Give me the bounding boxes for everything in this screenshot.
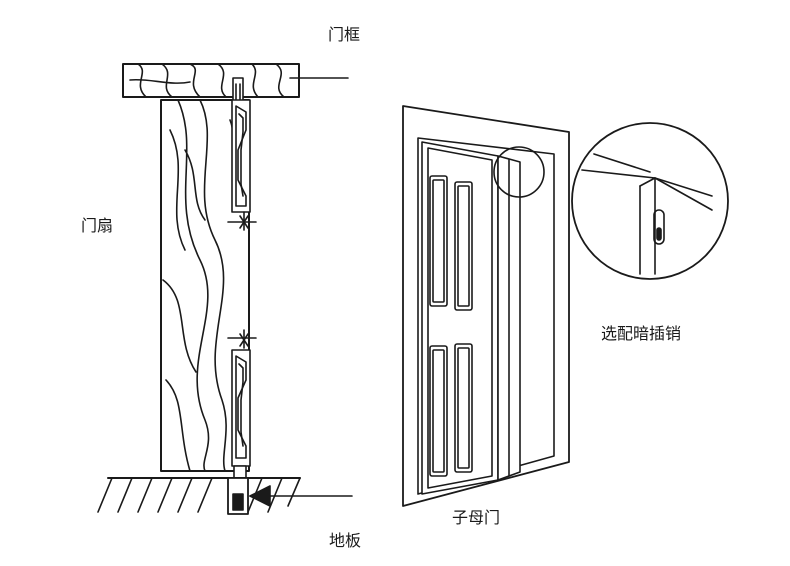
door-frame-label: 门框	[328, 25, 361, 44]
door-leaf-label: 门扇	[81, 216, 114, 235]
door-frame-timber	[122, 63, 300, 98]
mother-child-door-drawing	[402, 105, 570, 507]
mother-child-door-label: 子母门	[452, 508, 501, 527]
floor-label: 地板	[329, 531, 362, 550]
door-leaf-panel	[160, 99, 250, 472]
concealed-bolt-option-label: 选配暗插销	[601, 324, 682, 343]
floor-arrow	[249, 485, 353, 507]
top-flush-bolt	[227, 77, 257, 231]
concealed-bolt-detail	[571, 122, 729, 280]
floor-section	[97, 477, 301, 515]
bottom-flush-bolt	[227, 329, 257, 479]
